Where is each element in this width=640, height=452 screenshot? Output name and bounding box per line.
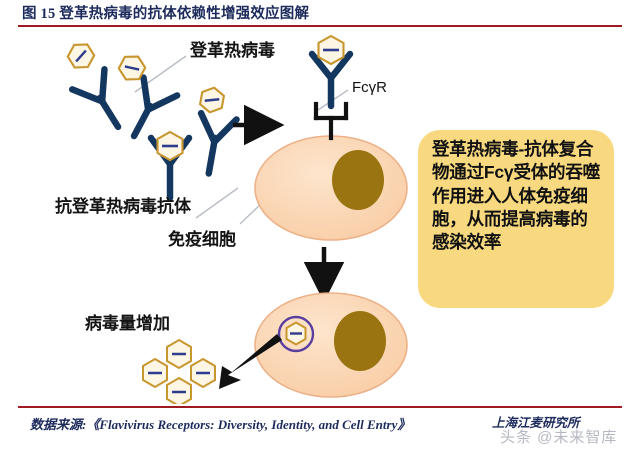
released-virus-4 <box>166 376 192 404</box>
released-virus-2 <box>142 357 168 389</box>
label-immune-cell: 免疫细胞 <box>168 230 236 249</box>
antibody-free-4 <box>197 109 240 177</box>
page-title: 图 15 登革热病毒的抗体依赖性增强效应图解 <box>22 6 310 22</box>
cell-nucleus-lower <box>334 311 386 371</box>
data-source-label: 数据来源:《Flavivirus Receptors: Diversity, I… <box>30 417 411 432</box>
antibody-bound-to-receptor <box>308 50 354 110</box>
organization-label: 上海江麦研究所 <box>492 416 580 430</box>
virus-particle-on-antibody-4 <box>198 86 226 114</box>
title-divider <box>18 25 622 27</box>
virus-release-arrow <box>219 334 282 389</box>
virus-particle-bound <box>317 34 345 66</box>
released-virus-cluster <box>142 338 216 404</box>
antibody-free-1 <box>68 66 122 131</box>
ade-mechanism-illustration <box>66 34 408 404</box>
virus-particle-on-antibody-3 <box>156 130 184 162</box>
released-virus-1 <box>166 338 192 370</box>
callout-text: 登革热病毒-抗体复合物通过Fcγ受体的吞噬作用进入人体免疫细胞，从而提高病毒的感… <box>432 139 600 253</box>
footer-divider <box>18 406 622 408</box>
leader-line-antibody <box>195 187 239 219</box>
callout-box <box>418 130 614 308</box>
immune-cell-upper <box>254 135 408 241</box>
diagram-canvas: 登革热病毒 抗登革热病毒抗体 免疫细胞 病毒量增加 FcγR 登革热病毒-抗体复… <box>0 28 640 404</box>
virus-particle-on-antibody-1 <box>66 43 96 69</box>
watermark: 头条 @未来智库 <box>500 429 618 446</box>
fc-gamma-receptor-icon <box>313 101 349 141</box>
label-anti-dengue-antibody: 抗登革热病毒抗体 <box>55 197 191 216</box>
label-dengue-virus: 登革热病毒 <box>190 41 275 60</box>
antibody-free-2 <box>130 74 181 140</box>
immune-cell-lower <box>254 292 408 398</box>
cell-nucleus-upper <box>332 150 384 210</box>
virus-particle-on-antibody-2 <box>117 55 147 81</box>
label-fc-gamma-receptor: FcγR <box>352 79 387 96</box>
label-viral-load-increase: 病毒量增加 <box>85 314 170 333</box>
released-virus-3 <box>190 357 216 389</box>
endosome-with-virus <box>277 315 315 353</box>
